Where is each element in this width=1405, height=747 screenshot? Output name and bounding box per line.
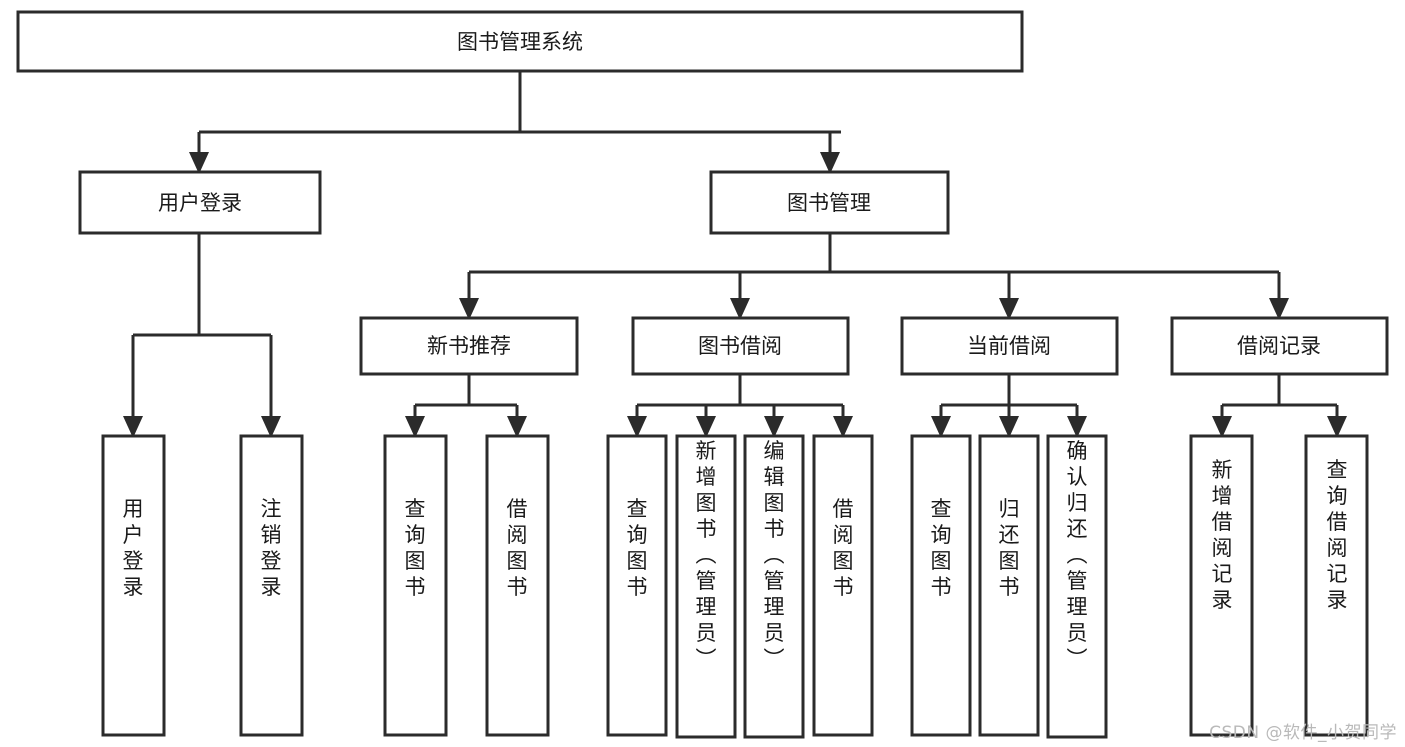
node-leaf-edit-book-box[interactable] <box>743 434 805 739</box>
node-root-label: 图书管理系统 <box>457 30 583 54</box>
node-leaf-borrow-book-2[interactable]: 借阅图书 <box>812 434 874 737</box>
node-leaf-logout[interactable]: 注销登录 <box>239 434 304 737</box>
node-leaf-add-record-label: 新增借阅记录 <box>1212 458 1233 612</box>
node-leaf-query-record-box[interactable] <box>1304 434 1369 737</box>
node-leaf-user-login-box[interactable] <box>101 434 166 737</box>
node-root-box[interactable] <box>16 10 1024 73</box>
node-leaf-query-book-1-label: 查询图书 <box>405 497 426 599</box>
node-leaf-query-book-1[interactable]: 查询图书 <box>383 434 448 737</box>
node-user-login-box[interactable] <box>78 170 322 235</box>
node-leaf-add-record-box[interactable] <box>1189 434 1254 737</box>
node-leaf-confirm-return-label: 确认归还︵管理员︶ <box>1067 439 1088 671</box>
node-current-borrow-label: 当前借阅 <box>967 334 1051 358</box>
node-book-borrow[interactable]: 图书借阅 <box>631 316 850 376</box>
node-book-borrow-box[interactable] <box>631 316 850 376</box>
node-current-borrow-box[interactable] <box>900 316 1119 376</box>
node-leaf-query-book-1-box[interactable] <box>383 434 448 737</box>
node-leaf-borrow-book-2-label: 借阅图书 <box>833 497 854 599</box>
connectors-layer <box>123 71 1347 438</box>
node-leaf-borrow-book-1-box[interactable] <box>485 434 550 737</box>
node-new-book-rec-box[interactable] <box>359 316 579 376</box>
node-user-login[interactable]: 用户登录 <box>78 170 322 235</box>
node-borrow-record-label: 借阅记录 <box>1237 334 1321 358</box>
node-leaf-query-book-3-box[interactable] <box>910 434 972 737</box>
node-user-login-label: 用户登录 <box>158 191 242 215</box>
node-book-manage-box[interactable] <box>709 170 950 235</box>
node-leaf-return-book-box[interactable] <box>978 434 1040 737</box>
node-leaf-borrow-book-1-label: 借阅图书 <box>507 497 528 599</box>
node-leaf-borrow-book-1[interactable]: 借阅图书 <box>485 434 550 737</box>
node-leaf-add-record[interactable]: 新增借阅记录 <box>1189 434 1254 737</box>
node-new-book-rec[interactable]: 新书推荐 <box>359 316 579 376</box>
node-leaf-add-book[interactable]: 新增图书︵管理员︶ <box>675 434 737 739</box>
node-leaf-query-record[interactable]: 查询借阅记录 <box>1304 434 1369 737</box>
node-leaf-edit-book[interactable]: 编辑图书︵管理员︶ <box>743 434 805 739</box>
node-leaf-logout-box[interactable] <box>239 434 304 737</box>
node-leaf-logout-label: 注销登录 <box>261 497 282 599</box>
node-leaf-edit-book-label: 编辑图书︵管理员︶ <box>764 439 785 671</box>
node-leaf-user-login-label: 用户登录 <box>123 497 144 599</box>
node-new-book-rec-label: 新书推荐 <box>427 334 511 358</box>
node-leaf-add-book-box[interactable] <box>675 434 737 739</box>
csdn-watermark: CSDN @软件_小贺同学 <box>1209 723 1397 743</box>
node-leaf-query-book-3-label: 查询图书 <box>931 497 952 599</box>
node-leaf-confirm-return-box[interactable] <box>1046 434 1108 739</box>
node-borrow-record-box[interactable] <box>1170 316 1389 376</box>
node-leaf-add-book-label: 新增图书︵管理员︶ <box>696 439 717 671</box>
node-leaf-return-book-label: 归还图书 <box>999 497 1020 599</box>
node-book-manage[interactable]: 图书管理 <box>709 170 950 235</box>
node-current-borrow[interactable]: 当前借阅 <box>900 316 1119 376</box>
node-leaf-query-record-label: 查询借阅记录 <box>1327 458 1348 612</box>
node-leaf-query-book-3[interactable]: 查询图书 <box>910 434 972 737</box>
node-borrow-record[interactable]: 借阅记录 <box>1170 316 1389 376</box>
node-leaf-query-book-2[interactable]: 查询图书 <box>606 434 668 737</box>
node-leaf-borrow-book-2-box[interactable] <box>812 434 874 737</box>
node-leaf-return-book[interactable]: 归还图书 <box>978 434 1040 737</box>
node-book-borrow-label: 图书借阅 <box>698 334 782 358</box>
node-book-manage-label: 图书管理 <box>787 191 871 215</box>
node-leaf-confirm-return[interactable]: 确认归还︵管理员︶ <box>1046 434 1108 739</box>
node-root[interactable]: 图书管理系统 <box>16 10 1024 73</box>
node-leaf-user-login[interactable]: 用户登录 <box>101 434 166 737</box>
node-leaf-query-book-2-box[interactable] <box>606 434 668 737</box>
node-leaf-query-book-2-label: 查询图书 <box>627 497 648 599</box>
